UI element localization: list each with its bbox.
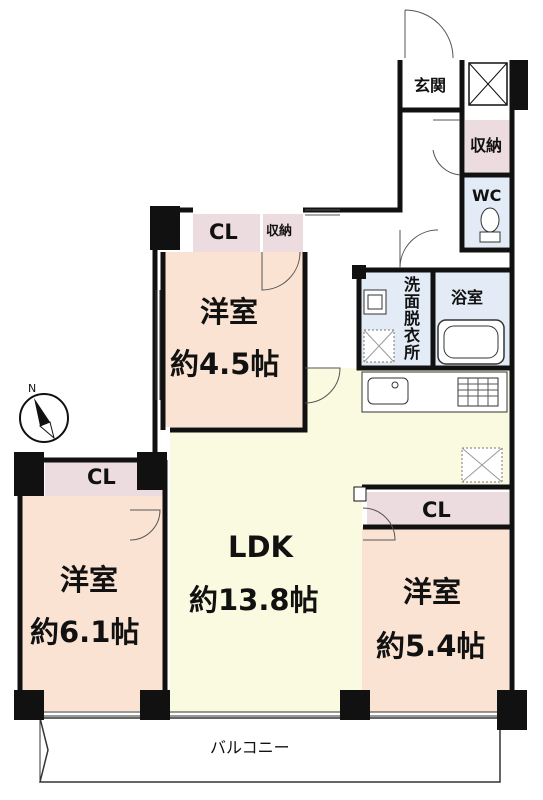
column-block xyxy=(14,690,44,720)
kitchen-counter-icon xyxy=(361,371,508,483)
ldk-name: LDK xyxy=(228,530,294,564)
column-block xyxy=(352,265,366,279)
column-block xyxy=(497,690,527,730)
storage-small-fill xyxy=(263,214,303,252)
closet-right-label: CL xyxy=(422,498,451,522)
room-western-5-4-size: 約5.4帖 xyxy=(376,629,486,663)
column-block xyxy=(140,690,170,720)
closet-top-fill xyxy=(193,214,260,252)
closet-top-label: CL xyxy=(209,220,238,244)
shoe-box-icon xyxy=(468,62,508,106)
balcony xyxy=(39,717,501,783)
room-western-5-4-name: 洋室 xyxy=(403,575,462,609)
room-western-4-5-name: 洋室 xyxy=(200,295,259,329)
windows xyxy=(44,290,497,717)
storage-small-label: 収納 xyxy=(266,224,293,239)
column-block xyxy=(340,690,370,720)
pipe-space xyxy=(353,486,367,502)
bathtub-icon xyxy=(437,319,505,365)
ldk-size: 約13.8帖 xyxy=(189,583,319,617)
column-block xyxy=(512,60,528,110)
washbasin-icon xyxy=(363,289,395,363)
wc-label: WC xyxy=(472,186,502,205)
balcony-label: バルコニー xyxy=(210,738,290,757)
ldk-floor xyxy=(170,368,362,712)
room-western-5-4-floor xyxy=(362,527,509,712)
svg-text:N: N xyxy=(28,382,36,395)
room-western-6-1-size: 約6.1帖 xyxy=(30,615,140,649)
bathroom-label: 浴室 xyxy=(451,288,484,307)
column-block xyxy=(14,452,44,496)
closet-right-fill xyxy=(367,492,509,527)
closet-left-label: CL xyxy=(87,465,116,489)
north-arrow-icon: N xyxy=(19,382,69,443)
room-western-6-1-name: 洋室 xyxy=(60,563,119,597)
room-western-4-5-floor xyxy=(163,252,305,427)
entrance-label: 玄関 xyxy=(414,76,447,95)
entrance-floor xyxy=(405,60,461,110)
room-western-6-1-floor xyxy=(20,496,165,711)
storage-entrance-label: 収納 xyxy=(470,136,503,155)
doors xyxy=(129,9,461,541)
column-block xyxy=(137,452,167,490)
toilet-icon xyxy=(479,207,501,243)
room-western-4-5-size: 約4.5帖 xyxy=(170,347,280,381)
washroom-label: 洗面脱衣所 xyxy=(401,276,420,361)
column-block xyxy=(150,206,180,250)
storage-entrance-fill xyxy=(465,120,511,172)
